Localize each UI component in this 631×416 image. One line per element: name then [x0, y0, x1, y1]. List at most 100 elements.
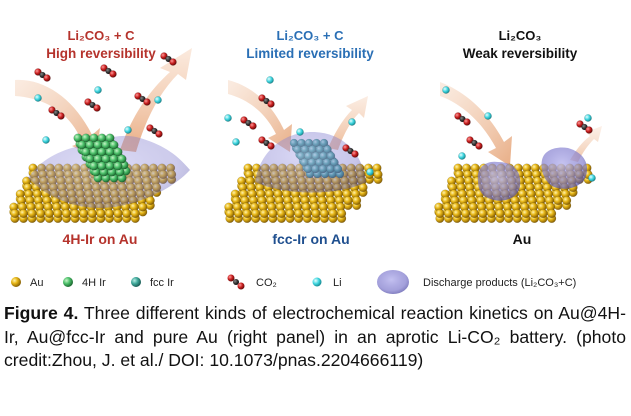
- ir-4h-atom: [89, 161, 99, 171]
- co2-oxygen: [466, 136, 474, 144]
- panel-1-formula: Li₂CO₃ + C: [67, 28, 135, 43]
- au-atom: [225, 208, 235, 218]
- panel-3-formula: Li₂CO₃: [499, 28, 542, 43]
- legend-li-label: Li: [333, 277, 342, 289]
- li-ion: [584, 114, 592, 122]
- au-atom: [337, 208, 347, 218]
- li-ion: [366, 168, 374, 176]
- co2-oxygen: [267, 142, 275, 150]
- legend-discharge-label: Discharge products (Li₂CO₃+C): [423, 277, 576, 289]
- au-atom: [478, 208, 488, 218]
- li-ion: [296, 128, 304, 136]
- au-atom: [96, 208, 106, 218]
- au-atom: [530, 208, 540, 218]
- legend-li-swatch: [312, 277, 322, 287]
- li-ion: [348, 118, 356, 126]
- au-atom: [311, 208, 321, 218]
- au-atom: [268, 208, 278, 218]
- co2-oxygen: [475, 142, 483, 150]
- au-atom: [62, 208, 72, 218]
- co2-oxygen: [155, 130, 163, 138]
- co2-oxygen: [34, 68, 42, 76]
- au-atom: [302, 208, 312, 218]
- co2-oxygen: [454, 112, 462, 120]
- figure-caption: Figure 4. Three different kinds of elect…: [4, 302, 626, 373]
- caption-figure-label: Figure 4.: [4, 303, 79, 323]
- au-atom: [328, 208, 338, 218]
- panel-2-arrows: [228, 80, 368, 152]
- au-atom: [521, 208, 531, 218]
- co2-oxygen: [109, 70, 117, 78]
- panel-2-incoming-arrow: [228, 80, 292, 152]
- li-ion: [458, 152, 466, 160]
- panel-3-incoming-arrow: [440, 82, 512, 166]
- ir-4h-atom: [113, 161, 123, 171]
- co2-oxygen: [43, 74, 51, 82]
- au-atom: [242, 208, 252, 218]
- co2-oxygen: [160, 52, 168, 60]
- au-atom: [233, 208, 243, 218]
- panel-3-discharge-blob-right: [541, 147, 588, 189]
- au-atom: [553, 195, 563, 205]
- au-atom: [461, 208, 471, 218]
- ir-4h-atom: [117, 154, 127, 164]
- panel-2-label: fcc-Ir on Au: [272, 231, 349, 247]
- ir-4h-atom: [105, 161, 115, 171]
- panel-3-discharge-blob-left: [477, 161, 521, 201]
- co2-oxygen: [143, 98, 151, 106]
- panel-2-header: Li₂CO₃ + C Limited reversibility: [246, 28, 374, 61]
- au-atom: [373, 169, 383, 179]
- panel-3-label: Au: [513, 231, 532, 247]
- au-atom: [512, 208, 522, 218]
- au-atom: [277, 208, 287, 218]
- au-atom: [547, 208, 557, 218]
- au-atom: [130, 208, 140, 218]
- panel-1-label: 4H-Ir on Au: [63, 231, 138, 247]
- co2-oxygen: [249, 122, 257, 130]
- au-atom: [487, 208, 497, 218]
- ir-4h-atom: [97, 161, 107, 171]
- legend-fcc-ir-label: fcc Ir: [150, 277, 174, 289]
- panel-3-subtitle: Weak reversibility: [463, 46, 578, 61]
- panel-2-subtitle: Limited reversibility: [246, 46, 374, 61]
- legend-fcc-ir-swatch: [131, 277, 141, 287]
- au-atom: [27, 208, 37, 218]
- legend: Au 4H Ir fcc Ir CO₂ Li Discharge product…: [11, 270, 576, 294]
- legend-au-label: Au: [30, 277, 43, 289]
- au-atom: [504, 208, 514, 218]
- panel-2-formula: Li₂CO₃ + C: [276, 28, 344, 43]
- figure-illustration: Li₂CO₃ + C High reversibility Li₂CO₃ + C…: [9, 28, 602, 294]
- legend-co2-swatch: [227, 274, 245, 290]
- au-atom: [320, 208, 330, 218]
- panel-1-header: Li₂CO₃ + C High reversibility: [46, 28, 156, 61]
- au-atom: [259, 208, 269, 218]
- au-atom: [10, 208, 20, 218]
- ir-4h-atom: [109, 140, 119, 150]
- li-ion: [484, 112, 492, 120]
- co2-oxygen: [48, 106, 56, 114]
- co2-oxygen: [57, 112, 65, 120]
- ir-4h-atom: [113, 147, 123, 157]
- au-atom: [79, 208, 89, 218]
- au-atom: [285, 208, 295, 218]
- au-atom: [36, 208, 46, 218]
- co2-oxygen: [258, 94, 266, 102]
- co2-oxygen: [84, 98, 92, 106]
- li-ion: [34, 94, 42, 102]
- au-atom: [352, 195, 362, 205]
- co2-oxygen: [576, 120, 584, 128]
- panel-1-4h-ir-cluster: [73, 133, 131, 183]
- au-atom: [104, 208, 114, 218]
- au-atom: [53, 208, 63, 218]
- au-atom: [538, 208, 548, 218]
- li-ion: [42, 136, 50, 144]
- panel-2-outgoing-arrow: [328, 96, 368, 150]
- au-atom: [562, 195, 572, 205]
- li-ion: [154, 96, 162, 104]
- au-atom: [452, 208, 462, 218]
- floating-molecules: [34, 52, 596, 182]
- co2-oxygen: [134, 92, 142, 100]
- legend-co2-label: CO₂: [256, 277, 277, 289]
- au-atom: [444, 208, 454, 218]
- li-ion: [224, 114, 232, 122]
